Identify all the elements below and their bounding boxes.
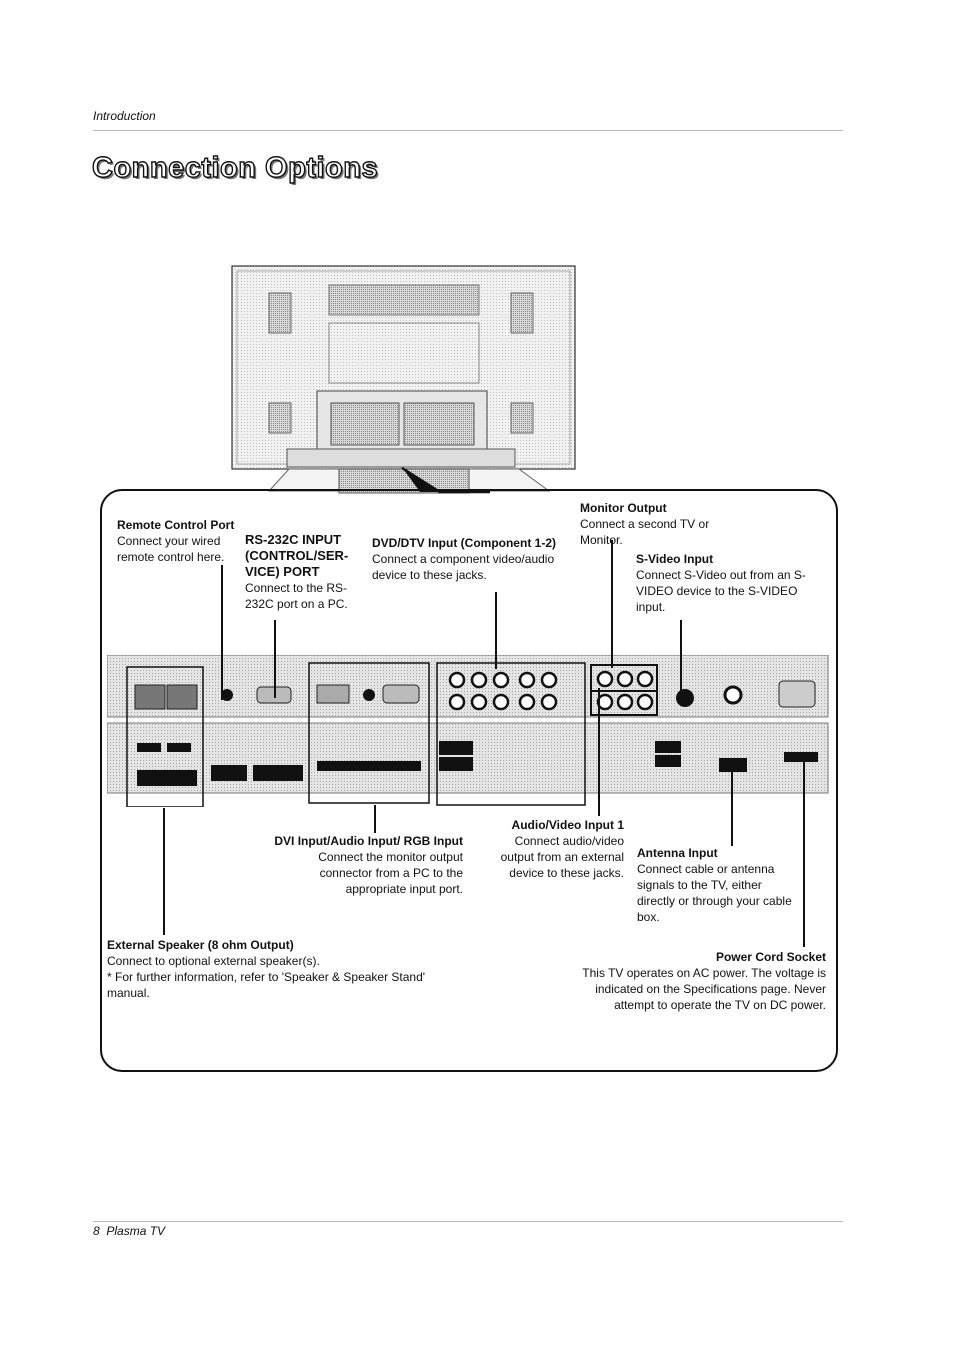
zoom-pointer (401, 466, 490, 494)
leader-speaker (163, 808, 165, 935)
manual-name: Plasma TV (106, 1224, 166, 1238)
header-rule (93, 130, 843, 131)
leader-svideo (680, 620, 682, 692)
leader-remote (221, 565, 223, 700)
leader-power (803, 760, 805, 947)
leader-antenna (731, 760, 733, 846)
leader-dvi (374, 805, 376, 833)
leader-av1 (598, 688, 600, 816)
leader-dvd (495, 592, 497, 669)
footer-rule (93, 1221, 843, 1222)
callout-external-speaker: External Speaker (8 ohm Output)Connect t… (107, 938, 426, 1000)
section-header: Introduction (93, 109, 156, 123)
page-title: Connection Options (91, 151, 379, 184)
jack-panel-illustration (107, 655, 829, 807)
leader-rs232 (274, 620, 276, 698)
page-number: 8 (93, 1224, 100, 1238)
connection-panel-frame (100, 489, 838, 1072)
page-footer: 8 Plasma TV (93, 1224, 165, 1238)
tv-back-illustration (231, 265, 576, 494)
leader-monitor (611, 540, 613, 668)
callout-dvd-dtv-input: DVD/DTV Input (Component 1-2)Connect a c… (372, 536, 556, 582)
